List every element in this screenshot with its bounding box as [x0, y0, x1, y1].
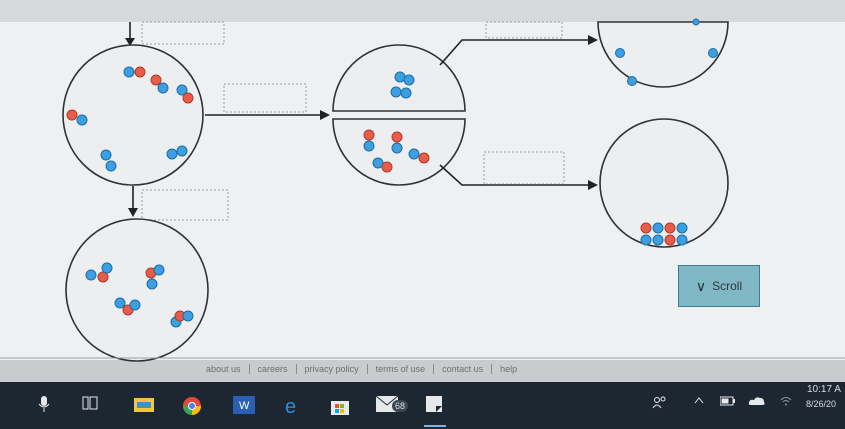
microphone-icon[interactable]: [38, 396, 50, 412]
footer-link-contact-us[interactable]: contact us: [433, 364, 491, 374]
clock-time[interactable]: 10:17 A: [807, 384, 841, 395]
footer-link-privacy-policy[interactable]: privacy policy: [295, 364, 367, 374]
arrow-to-top-right: [439, 39, 590, 66]
active-indicator: [424, 425, 446, 427]
answer-blank-bottom-right[interactable]: [483, 151, 565, 185]
particles: [66, 18, 718, 328]
answer-blank-middle[interactable]: [223, 83, 307, 113]
word-icon[interactable]: W: [233, 396, 255, 414]
taskbar: W e 68 10:17 A 8/26/20: [0, 382, 845, 429]
mail-badge: 68: [392, 400, 409, 412]
store-icon[interactable]: [330, 396, 350, 416]
scroll-button[interactable]: ∨ Scroll: [678, 265, 760, 307]
footer-link-terms-of-use[interactable]: terms of use: [366, 364, 434, 374]
edge-icon[interactable]: e: [283, 396, 303, 416]
file-explorer-icon[interactable]: [134, 396, 154, 412]
bottom-right-circle: [599, 118, 729, 248]
answer-blank-top-right[interactable]: [485, 21, 563, 39]
wifi-icon[interactable]: [780, 396, 792, 406]
footer-links: about us careers privacy policy terms of…: [198, 362, 525, 376]
battery-icon[interactable]: [720, 396, 736, 406]
chrome-icon[interactable]: [182, 396, 202, 416]
arrowhead: [588, 180, 598, 190]
arrowhead: [125, 38, 135, 46]
chevron-down-icon: ∨: [695, 277, 707, 294]
svg-text:e: e: [285, 396, 296, 416]
sticky-notes-icon[interactable]: [426, 396, 442, 412]
answer-blank-top[interactable]: [141, 21, 225, 45]
arrowhead: [320, 110, 330, 120]
footer-link-careers[interactable]: careers: [248, 364, 296, 374]
bottom-circle: [65, 218, 209, 362]
clock-date[interactable]: 8/26/20: [806, 399, 837, 409]
scroll-button-label: Scroll: [712, 279, 743, 293]
people-icon[interactable]: [652, 396, 668, 410]
footer-link-help[interactable]: help: [491, 364, 525, 374]
answer-blank-left[interactable]: [141, 189, 229, 221]
arrowhead: [588, 35, 598, 45]
arrow-to-bottom-right: [439, 164, 590, 186]
top-right-circle: [597, 21, 729, 88]
onedrive-icon[interactable]: [748, 396, 766, 406]
task-view-icon[interactable]: [82, 396, 98, 410]
svg-text:W: W: [239, 400, 250, 412]
top-band: [0, 0, 845, 22]
arrowhead: [128, 208, 138, 217]
footer-link-about-us[interactable]: about us: [206, 364, 241, 374]
show-hidden-icons-icon[interactable]: [694, 396, 704, 404]
mixture-circle: [62, 44, 204, 186]
